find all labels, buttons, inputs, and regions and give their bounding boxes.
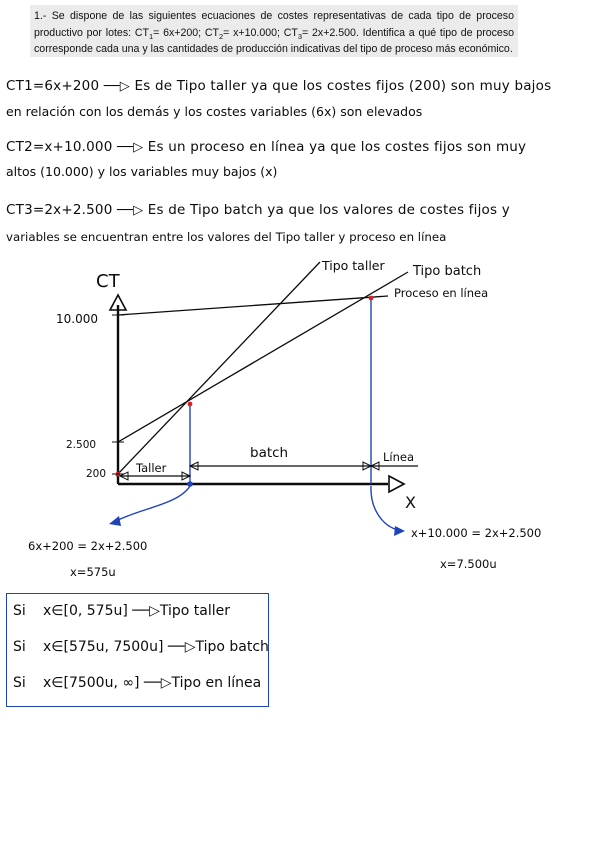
y-axis-label: CT <box>96 271 121 292</box>
answer-2-line-1: CT2=x+10.000 ──▷ Es un proceso en línea … <box>6 139 526 155</box>
answer-2-equation: CT2=x+10.000 <box>6 139 113 155</box>
x-axis-label: X <box>405 493 416 512</box>
range-2-result: Tipo batch <box>195 639 269 655</box>
eq3-rest: = 2x+2.500. Identifica a qué tipo de pro… <box>34 26 515 56</box>
eq1-rest: = 6x+200; <box>153 26 205 39</box>
range-2-si: Si <box>13 639 26 655</box>
answer-3-equation: CT3=2x+2.500 <box>6 202 113 218</box>
arrow-left-icon <box>369 461 380 471</box>
eq2-label: CT <box>204 26 219 39</box>
label-proceso-en-linea: Proceso en línea <box>394 286 488 300</box>
intersection-1-equation: 6x+200 = 2x+2.500 <box>28 539 147 553</box>
intersection-2-result: x=7.500u <box>440 557 497 571</box>
intersection-point-1 <box>187 401 193 407</box>
answer-3-text: Es de Tipo batch ya que los valores de c… <box>147 202 510 218</box>
answer-1-equation: CT1=6x+200 <box>6 78 100 94</box>
question-box: 1.- Se dispone de las siguientes ecuacio… <box>30 5 518 57</box>
arrow-head-icon <box>109 516 121 526</box>
eq1-sub: 1 <box>148 31 154 41</box>
region-label-batch: batch <box>250 445 288 461</box>
eq2-rest: = x+10.000; <box>223 26 284 39</box>
arrow-right-icon: ──▷ <box>117 203 144 218</box>
curved-arrow-2 <box>370 485 399 531</box>
arrow-right-icon: ──▷ <box>143 675 172 691</box>
y-tick-2500: 2.500 <box>66 439 96 451</box>
label-tipo-taller: Tipo taller <box>321 258 385 273</box>
intersection-point-2 <box>368 295 374 301</box>
arrow-right-icon <box>181 471 192 481</box>
y-tick-200: 200 <box>86 468 106 480</box>
answer-1-line-2: en relación con los demás y los costes v… <box>6 104 423 119</box>
arrow-left-icon <box>188 461 199 471</box>
eq2-sub: 2 <box>219 31 224 41</box>
arrow-right-icon: ──▷ <box>132 603 160 619</box>
intersection-2-equation: x+10.000 = 2x+2.500 <box>411 526 541 540</box>
arrow-right-icon: ──▷ <box>167 639 196 655</box>
y-axis-arrow-icon <box>108 293 128 311</box>
range-row-1: Si x∈[0, 575u] ──▷Tipo taller <box>13 603 230 619</box>
eq1-label: CT <box>134 26 149 39</box>
curved-arrow-1 <box>113 485 191 523</box>
eq3-sub: 3 <box>297 31 303 41</box>
line-proceso-en-linea <box>117 295 389 316</box>
y-tick-10000: 10.000 <box>56 312 98 326</box>
range-row-2: Si x∈[575u, 7500u] ──▷Tipo batch <box>13 639 269 655</box>
line-tipo-batch <box>117 271 409 443</box>
arrow-right-icon <box>362 461 373 471</box>
eq3-label: CT <box>283 26 298 39</box>
range-3-si: Si <box>13 675 26 691</box>
line-tipo-taller <box>115 261 321 477</box>
range-1-interval: x∈[0, 575u] <box>43 603 128 619</box>
arrow-right-icon: ──▷ <box>103 79 130 94</box>
answer-3-line-1: CT3=2x+2.500 ──▷ Es de Tipo batch ya que… <box>6 202 510 218</box>
answer-3-line-2: variables se encuentran entre los valore… <box>6 230 447 244</box>
intersection-1-result: x=575u <box>70 565 116 579</box>
range-1-result: Tipo taller <box>159 603 231 619</box>
arrow-right-icon: ──▷ <box>117 140 144 155</box>
answer-1-text: Es de Tipo taller ya que los costes fijo… <box>134 78 552 94</box>
range-row-3: Si x∈[7500u, ∞] ──▷Tipo en línea <box>13 675 261 691</box>
answer-2-text: Es un proceso en línea ya que los costes… <box>147 139 527 155</box>
question-text: 1.- Se dispone de las siguientes ecuacio… <box>34 10 514 39</box>
x-axis-arrow-icon <box>388 474 406 494</box>
range-1-si: Si <box>13 603 26 619</box>
region-label-linea: Línea <box>383 450 414 464</box>
answer-2-line-2: altos (10.000) y los variables muy bajos… <box>6 164 278 179</box>
label-tipo-batch: Tipo batch <box>412 264 481 279</box>
x-point-575 <box>187 481 193 487</box>
range-2-interval: x∈[575u, 7500u] <box>43 639 164 655</box>
arrow-head-icon <box>394 526 405 536</box>
range-3-result: Tipo en línea <box>171 675 262 691</box>
range-3-interval: x∈[7500u, ∞] <box>43 675 140 691</box>
answer-1-line-1: CT1=6x+200 ──▷ Es de Tipo taller ya que … <box>6 78 551 94</box>
region-label-taller: Taller <box>135 461 167 475</box>
